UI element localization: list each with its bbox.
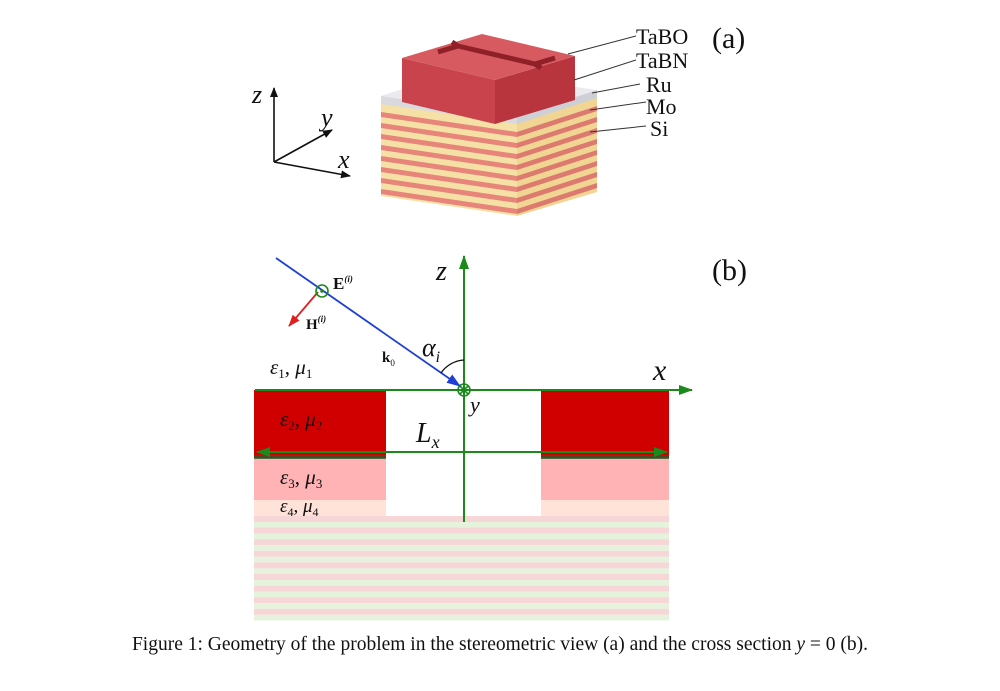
- absorber-block: [402, 34, 575, 124]
- k-vector-label: k0: [382, 350, 395, 368]
- label-ru: Ru: [646, 72, 672, 97]
- period-label: Lx: [415, 418, 440, 452]
- mo-stripe-side: [517, 172, 597, 203]
- caption-variable: y: [796, 634, 806, 655]
- axis-label-x-a: x: [337, 145, 350, 174]
- stripe-red: [254, 516, 669, 522]
- stripe-green: [254, 591, 669, 598]
- mo-stripe-side: [517, 117, 597, 148]
- panel-label-b: (b): [712, 254, 747, 287]
- mo-stripe-side: [517, 183, 597, 214]
- stripe-red: [254, 574, 669, 580]
- layer-leader-lines: [567, 35, 647, 133]
- caption-suffix: = 0 (b).: [805, 634, 869, 655]
- stripe-green: [254, 556, 669, 563]
- mo-stripe-side: [517, 161, 597, 192]
- label-si: Si: [650, 116, 668, 141]
- mo-stripe-front: [381, 178, 517, 203]
- layer-labels: TaBO TaBN Ru Mo Si: [636, 24, 688, 141]
- absorber-left: [254, 390, 386, 458]
- stripe-green: [254, 545, 669, 551]
- stripe-red: [254, 585, 669, 592]
- axis-label-y-a: y: [318, 103, 333, 132]
- panel-label-a: (a): [712, 22, 745, 55]
- label-tabo: TaBO: [636, 24, 688, 49]
- medium-4-label: ε4, μ4: [280, 496, 319, 519]
- multilayer-mo-stripes: [381, 106, 597, 214]
- layer3-left: [254, 458, 386, 500]
- layer3-right: [541, 458, 669, 500]
- axis-label-z-b: z: [435, 256, 447, 287]
- mo-stripe-front: [381, 167, 517, 192]
- mo-stripe-front: [381, 189, 517, 214]
- figure-caption: Figure 1: Geometry of the problem in the…: [0, 634, 1000, 656]
- stripe-green: [254, 614, 669, 621]
- e-field-label: E(i): [333, 274, 353, 293]
- axis-label-y-b: y: [468, 392, 480, 417]
- absorber-side-face: [495, 56, 575, 124]
- absorber-right: [541, 390, 669, 458]
- axis-label-z-a: z: [251, 80, 262, 109]
- label-mo: Mo: [646, 94, 677, 119]
- stripe-red: [254, 527, 669, 534]
- k-vector-arrow: [275, 257, 461, 387]
- mo-stripe-side: [517, 106, 597, 137]
- incidence-angle-arc: [440, 359, 465, 374]
- medium-2-label: ε2, μ2: [280, 407, 322, 433]
- ru-layer-side: [517, 90, 597, 124]
- mo-stripe-front: [381, 145, 517, 170]
- h-field-label: H(i): [306, 314, 326, 333]
- stripe-green: [254, 580, 669, 586]
- stripe-green: [254, 533, 669, 540]
- layer4-right: [541, 500, 669, 516]
- incidence-angle-label: αi: [422, 333, 440, 366]
- panel-a-axes: z y x: [251, 80, 351, 179]
- stripe-red: [254, 562, 669, 569]
- mo-stripe-front: [381, 134, 517, 159]
- mo-stripe-side: [517, 139, 597, 170]
- stripe-red: [254, 608, 669, 615]
- stripe-red: [254, 550, 669, 557]
- mo-stripe-side: [517, 150, 597, 181]
- panel-a: z y x: [251, 22, 745, 216]
- panel-b: z x y E(i) H(i) k0 αi Lx ε1, μ1 ε2, μ2 ε…: [254, 254, 747, 621]
- y-into-page-icon: [457, 383, 471, 397]
- caption-prefix: Figure 1: Geometry of the problem in the…: [131, 634, 797, 655]
- mo-stripe-front: [381, 123, 517, 148]
- stripe-green: [254, 522, 669, 528]
- absorber-pattern-groove: [437, 43, 556, 67]
- stripe-green: [254, 603, 669, 609]
- axis-label-x-b: x: [652, 354, 667, 387]
- stripe-green: [254, 568, 669, 574]
- label-tabn: TaBN: [636, 48, 688, 73]
- mo-stripe-front: [381, 112, 517, 137]
- multilayer-stripes: [254, 516, 669, 621]
- medium-1-label: ε1, μ1: [270, 355, 312, 381]
- layer4-left: [254, 500, 386, 516]
- mo-stripe-side: [517, 128, 597, 159]
- e-out-of-page-icon: [315, 284, 329, 298]
- absorber-top-face: [402, 34, 575, 80]
- stripe-red: [254, 597, 669, 604]
- h-vector-arrow: [288, 291, 319, 327]
- medium-3-label: ε3, μ3: [280, 465, 322, 491]
- mo-stripe-front: [381, 156, 517, 181]
- stripe-red: [254, 539, 669, 546]
